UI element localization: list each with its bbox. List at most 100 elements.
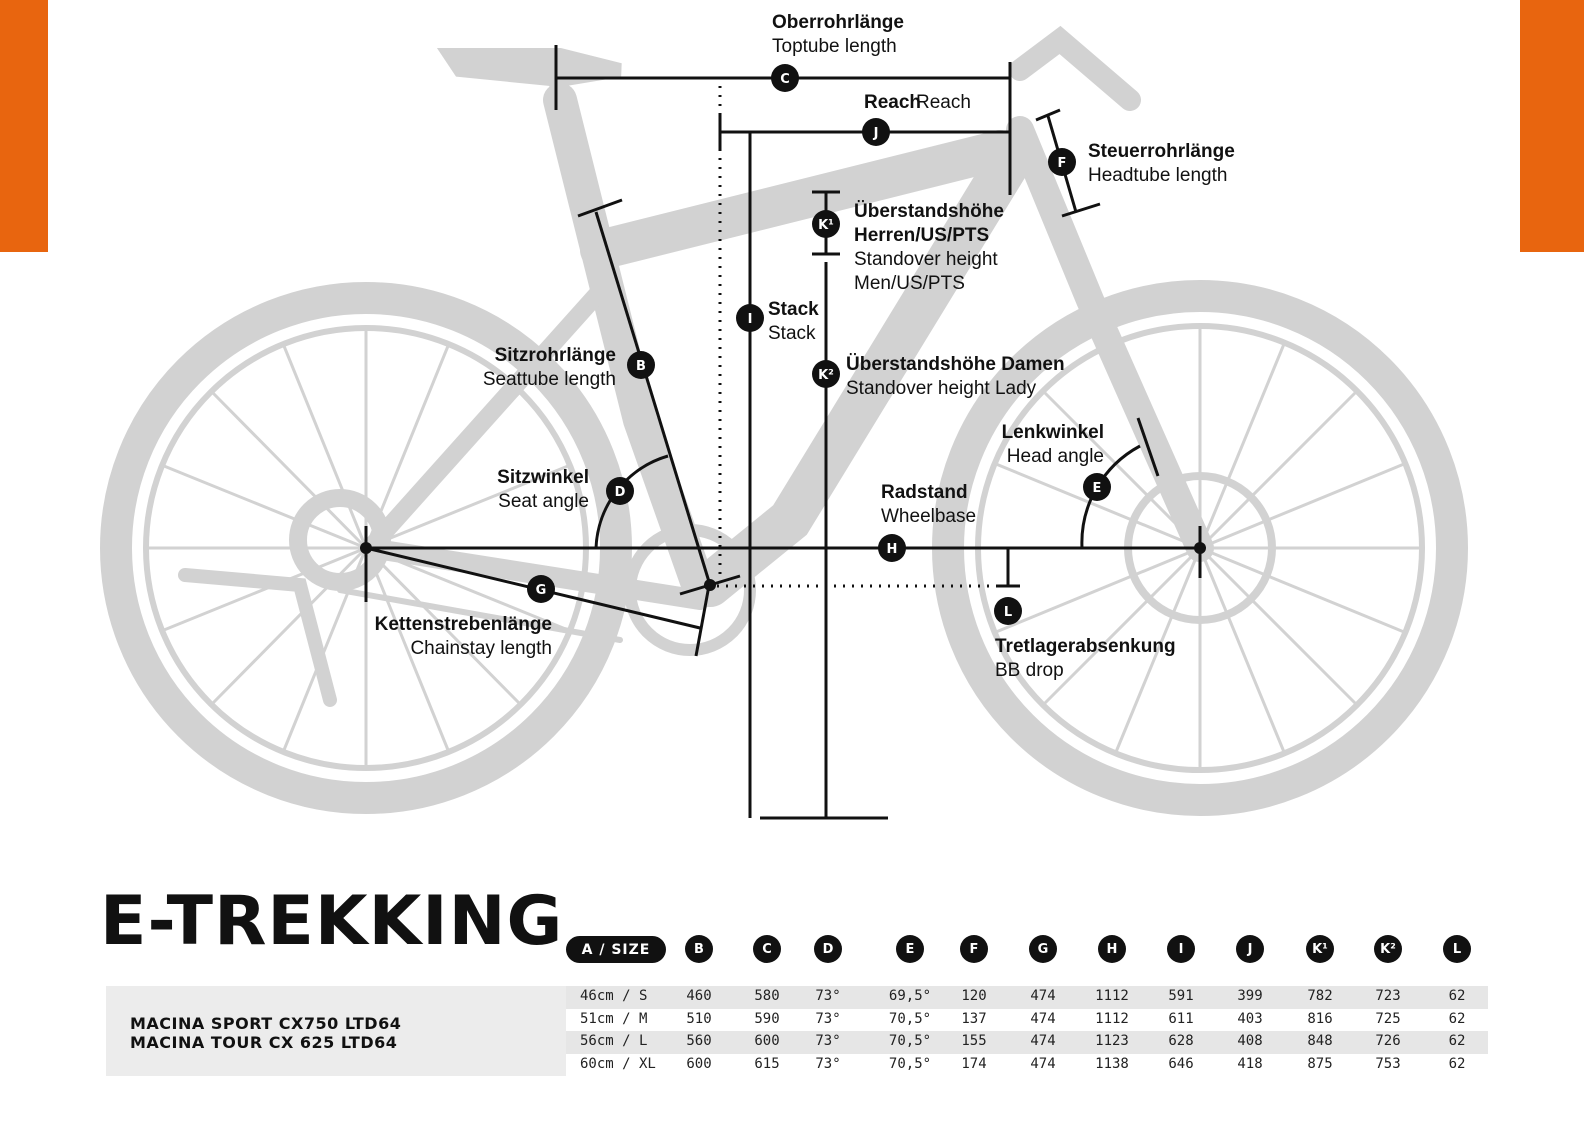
svg-text:B: B: [636, 359, 646, 374]
column-header-k: K²: [1374, 935, 1402, 963]
value-cell: 69,5°: [888, 988, 932, 1004]
label-l-en: BB drop: [995, 660, 1064, 681]
value-cell: 70,5°: [888, 1033, 932, 1049]
label-g-de: Kettenstrebenlänge: [375, 614, 552, 635]
value-cell: 174: [961, 1055, 987, 1072]
svg-text:G: G: [536, 583, 547, 598]
value-cell: 474: [1030, 1055, 1056, 1072]
value-cell: 62: [1448, 988, 1466, 1004]
label-c-de: Oberrohrlänge: [772, 12, 904, 33]
svg-text:I: I: [748, 312, 753, 327]
value-cell: 591: [1168, 988, 1194, 1004]
column-header-h: H: [1098, 935, 1126, 963]
value-cell: 560: [686, 1033, 712, 1049]
label-j-de: Reach: [864, 92, 921, 113]
value-cell: 418: [1237, 1055, 1263, 1072]
chain: [337, 587, 623, 643]
badge-d: D: [606, 477, 634, 505]
label-f-de: Steuerrohrlänge: [1088, 141, 1235, 162]
fork: [1006, 116, 1214, 562]
badge-c: C: [771, 64, 799, 92]
badge-l: L: [994, 597, 1022, 625]
orange-accent-left: [0, 0, 48, 252]
column-header-f: F: [960, 935, 988, 963]
badge-k1: K¹: [812, 210, 840, 238]
label-k1-de1: Überstandshöhe: [854, 201, 1004, 222]
label-d-de: Sitzwinkel: [497, 467, 589, 488]
badge-e: E: [1083, 473, 1111, 501]
svg-text:K¹: K¹: [818, 218, 834, 233]
label-i-de: Stack: [768, 299, 819, 320]
rear-cassette: [289, 489, 391, 591]
label-g-en: Chainstay length: [410, 638, 552, 659]
size-cell: 51cm / M: [580, 1010, 648, 1027]
size-cell: 56cm / L: [580, 1033, 648, 1049]
value-cell: 460: [686, 988, 712, 1004]
label-e-en: Head angle: [1007, 446, 1104, 467]
value-cell: 723: [1375, 988, 1401, 1004]
value-cell: 474: [1030, 1010, 1056, 1027]
svg-text:H: H: [887, 542, 898, 557]
value-cell: 1138: [1095, 1055, 1129, 1072]
frame-downtube: [688, 138, 1032, 607]
column-header-l: L: [1443, 935, 1471, 963]
value-cell: 73°: [815, 1055, 841, 1072]
value-cell: 600: [754, 1033, 780, 1049]
value-cell: 1112: [1095, 1010, 1129, 1027]
bike-geometry-diagram: C J F K¹ I K² B D E H G L Oberrohrlänge …: [100, 12, 1468, 820]
value-cell: 611: [1168, 1010, 1194, 1027]
badge-h: H: [878, 534, 906, 562]
value-cell: 474: [1030, 988, 1056, 1004]
column-header-i: I: [1167, 935, 1195, 963]
column-header-d: D: [814, 935, 842, 963]
frame-toptube: [580, 130, 1020, 270]
bike-silhouette: [100, 25, 1468, 816]
svg-text:F: F: [1058, 156, 1067, 171]
svg-text:E: E: [1093, 481, 1102, 496]
value-cell: 1112: [1095, 988, 1129, 1004]
svg-text:C: C: [780, 72, 790, 87]
model-cell: MACINA SPORT CX750 LTD64 MACINA TOUR CX …: [106, 986, 566, 1076]
label-c-en: Toptube length: [772, 36, 897, 57]
value-cell: 62: [1448, 1033, 1466, 1049]
value-cell: 816: [1307, 1010, 1333, 1027]
value-cell: 782: [1307, 988, 1333, 1004]
value-cell: 726: [1375, 1033, 1401, 1049]
size-cell: 60cm / XL: [580, 1055, 656, 1072]
value-cell: 646: [1168, 1055, 1194, 1072]
value-cell: 399: [1237, 988, 1263, 1004]
svg-text:L: L: [1004, 605, 1012, 620]
label-k1-en1: Standover height: [854, 249, 998, 270]
badge-b: B: [627, 351, 655, 379]
value-cell: 474: [1030, 1033, 1056, 1049]
column-header-j: J: [1236, 935, 1264, 963]
frame-chainstay: [360, 538, 710, 610]
label-d-en: Seat angle: [498, 491, 589, 512]
value-cell: 73°: [815, 1033, 841, 1049]
value-cell: 600: [686, 1055, 712, 1072]
value-cell: 1123: [1095, 1033, 1129, 1049]
value-cell: 615: [754, 1055, 780, 1072]
label-k2-de: Überstandshöhe Damen: [846, 354, 1065, 375]
page-title: E-TREKKING: [100, 882, 564, 961]
value-cell: 580: [754, 988, 780, 1004]
value-cell: 137: [961, 1010, 987, 1027]
column-header-e: E: [896, 935, 924, 963]
value-cell: 73°: [815, 1010, 841, 1027]
badge-k2: K²: [812, 360, 840, 388]
badge-j: J: [862, 118, 890, 146]
value-cell: 70,5°: [888, 1010, 932, 1027]
value-cell: 62: [1448, 1055, 1466, 1072]
value-cell: 725: [1375, 1010, 1401, 1027]
column-header-g: G: [1029, 935, 1057, 963]
label-b-en: Seattube length: [483, 369, 616, 390]
value-cell: 510: [686, 1010, 712, 1027]
badge-f: F: [1048, 148, 1076, 176]
size-header-pill: A / SIZE: [566, 936, 666, 963]
value-cell: 753: [1375, 1055, 1401, 1072]
model-names: MACINA SPORT CX750 LTD64 MACINA TOUR CX …: [130, 1014, 401, 1052]
